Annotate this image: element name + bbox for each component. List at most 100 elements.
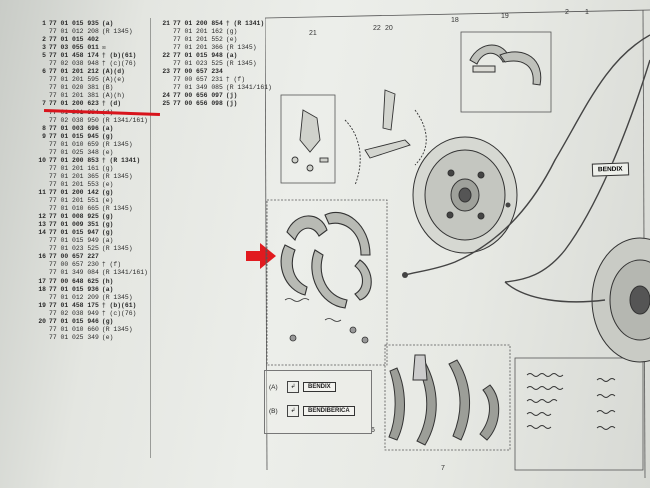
parts-list-num: 17 [38,277,46,285]
parts-list-ref: 77 01 020 381 [49,84,99,92]
parts-list-num: 2 [42,36,46,44]
bendix-tag: BENDIX [591,162,629,177]
parts-list-note: (g) [101,188,114,196]
parts-list-note: (h) [101,277,114,285]
parts-list-ref: 77 01 012 208 [49,28,99,36]
parts-list-num: 11 [38,188,46,196]
parts-list-row: 77 02 038 948† (c)(76) [36,60,146,68]
parts-list-note: † (b)(61) [101,301,137,309]
parts-list-note: (g) [101,132,114,140]
parts-list-row: 77 01 201 553(e) [36,181,146,189]
parts-list-note: (R 1341/161) [225,84,272,92]
parts-list-note: (a) [101,124,114,132]
parts-list-ref: 77 02 038 948 [49,60,99,68]
parts-list-note: (j) [225,92,238,100]
parts-list-note: (R 1345) [225,44,257,52]
parts-list-row: 77 02 038 950(R 1341/161) [36,117,148,125]
parts-list-ref: 77 01 010 659 [49,140,99,148]
parts-list-ref: 77 01 349 084 [49,269,99,277]
parts-list-num: 22 [162,52,170,60]
brake-exploded-diagram: 21 22 20 18 19 2 1 6 7 [265,9,650,479]
parts-list-ref: 77 00 657 227 [49,253,99,261]
parts-list-ref: 77 01 200 854 [173,20,223,27]
parts-list-note: † (R 1341) [101,156,141,164]
parts-list-num: 9 [42,132,46,140]
parts-list-row: 77 01 012 208(R 1345) [36,28,146,36]
callout-22: 22 [373,25,381,32]
parts-list-note: (A)(d) [101,68,125,76]
brand-legend: (A) ↲ BENDIX (B) ↲ BENDIBERICA [264,370,372,434]
parts-list-ref: 77 01 015 936 [49,285,99,293]
parts-list-row: 77 01 025 348(e) [36,149,146,157]
parts-list-row: 77 01 201 552(e) [160,36,270,44]
parts-list-ref: 77 01 015 402 [49,36,99,44]
parts-list-note: (R 1345) [225,60,257,68]
parts-list-num: 19 [38,301,46,309]
parts-list-ref: 77 01 012 209 [49,293,99,301]
callout-21: 21 [309,30,317,37]
parts-list-ref: 77 01 015 948 [173,52,223,60]
callout-20: 20 [385,25,393,32]
parts-list-ref: 77 01 015 949 [49,237,99,245]
parts-list-row: 77 01 201 365(R 1345) [36,173,146,181]
parts-list-ref: 77 01 201 551 [49,197,99,205]
parts-list-num: 25 [162,100,170,108]
parts-list-note: (R 1345) [101,293,133,301]
parts-list-ref: 77 03 055 011 [49,44,99,52]
parts-list-num: 8 [42,124,46,132]
parts-list-num: 18 [38,285,46,293]
parts-list-note: (A)(h) [101,92,125,100]
parts-list-row: 77 01 201 161(g) [36,165,146,173]
parts-list-row: 77 01 015 949(a) [36,237,146,245]
parts-list-note: (e) [101,333,114,341]
parts-list-note: (a) [101,237,114,245]
parts-list-ref: 77 01 458 174 [49,52,99,60]
parts-list-row: 77 01 010 659(R 1345) [36,141,146,149]
parts-list-note: (A)(e) [101,76,125,84]
parts-list-ref: 77 00 657 230 [49,261,99,269]
parts-list-note: † (f) [225,76,246,84]
parts-list-num: 6 [42,68,46,76]
parts-list-row: 77 01 012 209(R 1345) [36,294,146,302]
parts-list-ref: 77 01 009 351 [49,221,99,229]
legend-row-a: (A) ↲ BENDIX [269,381,336,393]
parts-list-row: 77 01 201 595(A)(e) [36,76,146,84]
parts-list-row: 77 01 201 551(e) [36,197,146,205]
parts-list-num: 13 [38,221,46,229]
parts-list-note: † (R 1341) [225,20,265,27]
parts-list-ref: 77 01 201 381 [49,92,99,100]
parts-list-ref: 77 01 201 161 [49,164,99,172]
parts-list-num: 23 [162,68,170,76]
highlight-arrow-icon [246,243,276,269]
parts-list-ref: 77 01 201 366 [173,44,223,52]
parts-list-ref: 77 01 015 947 [49,229,99,237]
parts-list-num: 24 [162,92,170,100]
parts-list-ref: 77 01 201 553 [49,180,99,188]
callout-18: 18 [451,17,459,24]
parts-list-num: 3 [42,44,46,52]
parts-list-ref: 77 01 201 365 [49,172,99,180]
parts-list-note: (g) [225,28,238,36]
parts-list-ref: 77 01 201 162 [173,28,223,36]
callout-7: 7 [441,465,445,472]
parts-list-num: 12 [38,213,46,221]
parts-list-note: (a) [101,20,114,27]
parts-list-note: (B) [101,84,114,92]
parts-list-num: 5 [42,52,46,60]
parts-list-ref: 77 01 003 696 [49,124,99,132]
parts-list-ref: 77 01 201 212 [49,68,99,76]
